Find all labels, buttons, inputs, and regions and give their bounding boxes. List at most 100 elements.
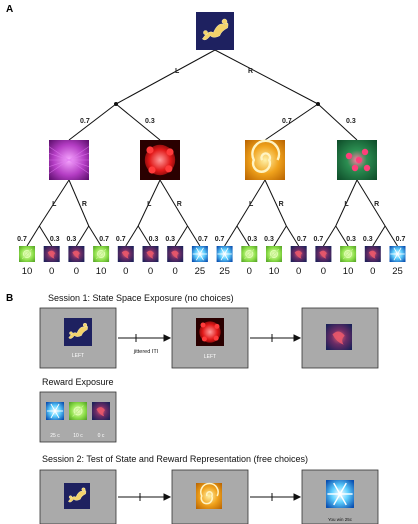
screen-6-caption: You win 25c (328, 517, 353, 522)
state-red (140, 140, 180, 180)
edge-left-4 (335, 179, 358, 227)
chance-node-1 (114, 102, 118, 106)
reward-8: 25 (195, 266, 206, 277)
reward-4: 10 (96, 266, 107, 277)
level1-prob-2: 0.3 (145, 118, 155, 125)
edge-leaf-2 (38, 225, 53, 247)
reward-9: 25 (219, 266, 230, 277)
edge-leaf-10 (236, 225, 250, 247)
leaf-prob-10: 0.3 (247, 236, 257, 243)
reward-caption-3: 0 c (98, 433, 105, 439)
state-green (337, 140, 377, 180)
edge-leaf-16 (384, 225, 398, 247)
leaf-prob-1: 0.7 (17, 236, 27, 243)
outcome-13 (315, 246, 332, 262)
iti-label: jittered ITI (133, 349, 159, 355)
state-orange (245, 139, 285, 180)
reward-10: 0 (247, 266, 252, 277)
reward-16: 25 (392, 266, 403, 277)
reward-13: 0 (321, 266, 326, 277)
edge-left-2 (137, 179, 161, 227)
leaf-prob-14: 0.3 (346, 236, 356, 243)
reward-6: 0 (148, 266, 153, 277)
screen-6-image (326, 480, 354, 508)
reward-15: 0 (370, 266, 375, 277)
edge-leaf-6 (137, 225, 151, 247)
outcome-16 (389, 246, 406, 262)
level1-prob-3: 0.7 (282, 118, 292, 125)
reward-caption-2: 10 c (73, 433, 83, 439)
outcome-12 (290, 246, 307, 262)
edge-right-3 (264, 179, 287, 227)
outcome-4 (93, 246, 110, 262)
screen-3-image (326, 324, 352, 350)
screen-2-image (196, 318, 224, 346)
leaf-prob-5: 0.7 (116, 236, 126, 243)
edge-leaf-4 (88, 225, 102, 247)
leaf-prob-16: 0.7 (396, 236, 406, 243)
root-right-label: R (248, 68, 253, 75)
outcome-15 (364, 246, 381, 262)
edge-leaf-1 (26, 225, 40, 247)
edge-leaf-11 (273, 225, 287, 247)
screen-1-caption: LEFT (72, 353, 84, 359)
choice-right-label-3: R (279, 201, 284, 208)
session2-title: Session 2: Test of State and Reward Repr… (42, 454, 308, 464)
choice-right-label-2: R (177, 201, 182, 208)
reward-3: 0 (74, 266, 79, 277)
panel-b-label: B (6, 293, 13, 304)
reward-images (46, 402, 110, 420)
outcome-11 (266, 246, 282, 262)
edge-leaf-3 (75, 225, 90, 247)
choice-left-label-4: L (344, 201, 349, 208)
leaf-prob-11: 0.3 (264, 236, 274, 243)
edge-to-state-4 (317, 103, 358, 141)
screen-1-image (64, 318, 92, 346)
outcome-2 (43, 246, 60, 262)
leaf-prob-7: 0.3 (165, 236, 175, 243)
level1-prob-1: 0.7 (80, 118, 90, 125)
edge-to-state-2 (115, 103, 161, 141)
panel-a-label: A (6, 4, 13, 15)
leaf-prob-8: 0.7 (198, 236, 208, 243)
edge-leaf-8 (187, 225, 201, 247)
outcome-10 (241, 246, 258, 262)
screen-4-image (64, 483, 90, 509)
edge-leaf-7 (174, 225, 188, 247)
choice-left-label-2: L (147, 201, 152, 208)
root-left-label: L (175, 68, 180, 75)
root-state (196, 12, 234, 50)
chance-node-2 (316, 102, 320, 106)
reward-caption-1: 25 c (50, 433, 60, 439)
outcome-1 (19, 246, 35, 262)
edge-leaf-15 (372, 225, 386, 247)
tree-edges (26, 49, 398, 247)
edge-leaf-5 (125, 225, 139, 247)
outcome-7 (167, 246, 184, 262)
reward-1: 10 (22, 266, 33, 277)
edge-to-state-3 (264, 103, 319, 141)
leaf-prob-13: 0.7 (314, 236, 324, 243)
outcome-5 (117, 246, 134, 262)
edge-root-right (214, 49, 319, 105)
edge-leaf-13 (322, 225, 337, 247)
outcome-6 (142, 246, 159, 262)
reward-2: 0 (49, 266, 54, 277)
leaf-prob-15: 0.3 (363, 236, 373, 243)
reward-11: 10 (269, 266, 280, 277)
outcome-8 (191, 246, 208, 262)
edge-right-4 (356, 179, 386, 227)
reward-12: 0 (296, 266, 301, 277)
choice-right-label-4: R (374, 201, 379, 208)
leaf-prob-2: 0.3 (50, 236, 60, 243)
outcome-3 (68, 246, 85, 262)
level1-prob-4: 0.3 (346, 118, 356, 125)
state-magenta (48, 140, 90, 180)
edge-leaf-14 (335, 225, 349, 247)
iti-arrow (118, 334, 172, 342)
arrow-3 (250, 493, 302, 501)
reward-5: 0 (123, 266, 128, 277)
screen-2-caption: LEFT (204, 354, 216, 360)
